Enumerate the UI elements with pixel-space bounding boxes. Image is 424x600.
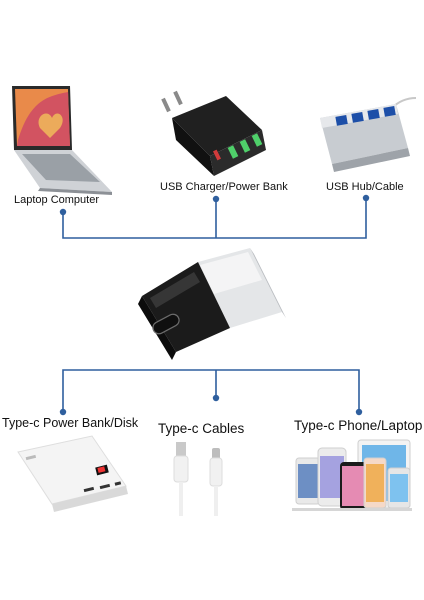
- top-connector: [62, 198, 367, 239]
- connector-dots: [59, 194, 370, 416]
- label-typec-phone-laptop: Type-c Phone/Laptop: [294, 418, 423, 433]
- label-usb-hub: USB Hub/Cable: [326, 181, 404, 193]
- wall-charger-icon: [161, 90, 266, 176]
- label-usb-charger: USB Charger/Power Bank: [160, 181, 288, 193]
- phones-tablets-icon: [292, 439, 412, 511]
- label-typec-cables: Type-c Cables: [158, 421, 245, 436]
- dot-laptop: [59, 208, 67, 216]
- dot-hub: [362, 194, 370, 202]
- dot-cables: [212, 394, 220, 402]
- dot-phones: [355, 408, 363, 416]
- bottom-connector: [62, 369, 360, 412]
- power-bank-icon: [17, 435, 128, 512]
- usb-to-typec-adapter-icon: [138, 248, 286, 360]
- laptop-icon: [12, 86, 112, 195]
- typec-cable-icon: [173, 442, 223, 516]
- label-typec-power-bank: Type-c Power Bank/Disk: [2, 416, 139, 430]
- usb-hub-icon: [320, 97, 417, 172]
- connector-lines: [62, 198, 367, 412]
- dot-powerbank: [59, 408, 67, 416]
- label-laptop-computer: Laptop Computer: [14, 194, 99, 206]
- dot-charger: [212, 195, 220, 203]
